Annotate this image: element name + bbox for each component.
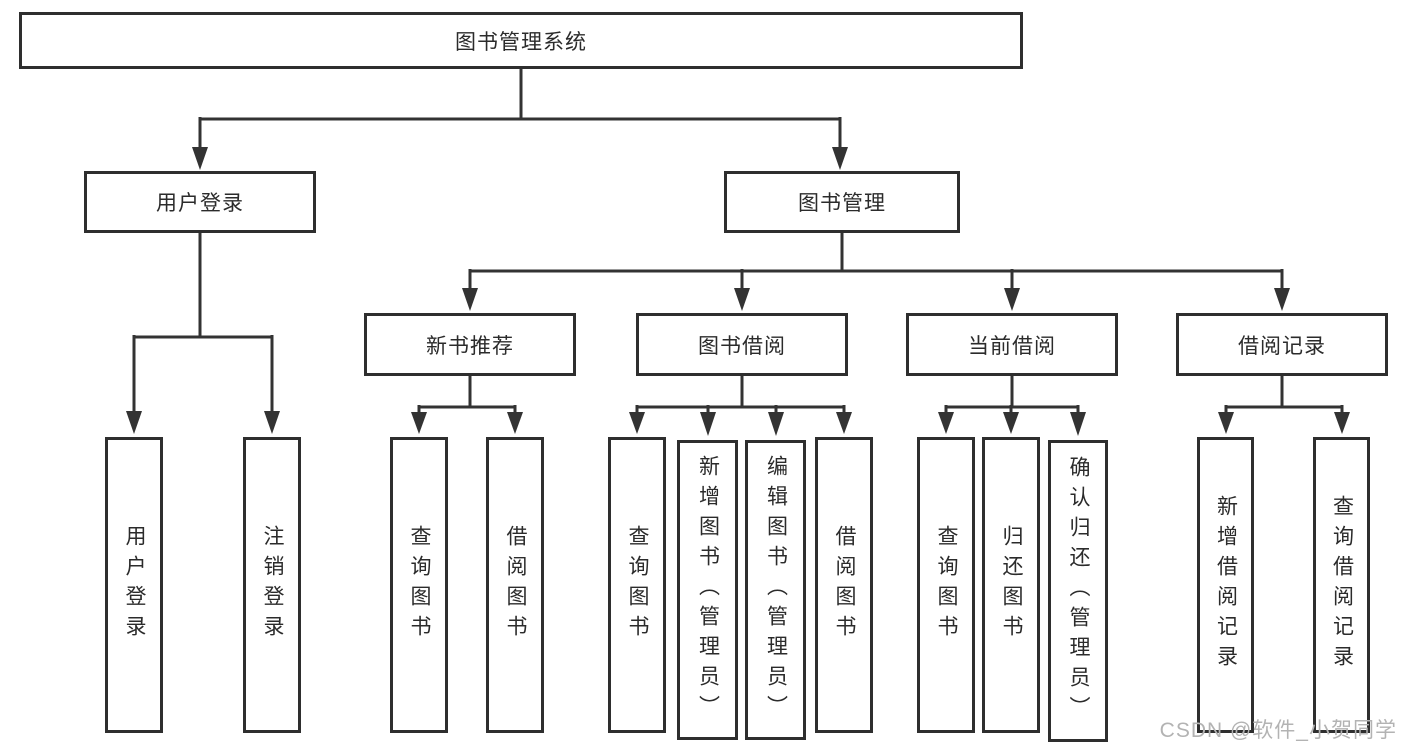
leaf-borrowing-query-books-label: 查询图书 <box>626 525 649 645</box>
node-current-borrowing: 当前借阅 <box>906 313 1118 376</box>
leaf-records-add-record-label: 新增借阅记录 <box>1214 495 1238 675</box>
leaf-borrowing-borrow-books-label: 借阅图书 <box>833 525 856 645</box>
leaf-borrowing-edit-books-admin-label: 编辑图书（管理员） <box>764 455 788 725</box>
leaf-newbook-borrow-books-label: 借阅图书 <box>504 525 527 645</box>
node-book-management: 图书管理 <box>724 171 960 233</box>
node-new-book-recommend: 新书推荐 <box>364 313 576 376</box>
csdn-watermark: CSDN @软件_小贺同学 <box>1159 719 1397 742</box>
leaf-borrowing-edit-books-admin: 编辑图书（管理员） <box>745 440 806 740</box>
leaf-current-return-books: 归还图书 <box>982 437 1040 733</box>
node-borrowing-records: 借阅记录 <box>1176 313 1388 376</box>
leaf-borrowing-borrow-books: 借阅图书 <box>815 437 873 733</box>
leaf-user-login: 用户登录 <box>105 437 163 733</box>
leaf-current-return-books-label: 归还图书 <box>1000 525 1023 645</box>
leaf-borrowing-add-books-admin-label: 新增图书（管理员） <box>696 455 720 725</box>
leaf-logout-login: 注销登录 <box>243 437 301 733</box>
node-library-system: 图书管理系统 <box>19 12 1023 69</box>
leaf-current-confirm-return-admin: 确认归还（管理员） <box>1048 440 1108 742</box>
connector-book-borrow-to-leaves <box>629 376 852 436</box>
leaf-borrowing-query-books: 查询图书 <box>608 437 666 733</box>
leaf-current-confirm-return-admin-label: 确认归还（管理员） <box>1067 456 1090 726</box>
leaf-user-login-label: 用户登录 <box>123 525 146 645</box>
leaf-current-query-books-label: 查询图书 <box>935 525 958 645</box>
leaf-newbook-borrow-books: 借阅图书 <box>486 437 544 733</box>
leaf-newbook-query-books: 查询图书 <box>390 437 448 733</box>
connector-new-book-to-leaves <box>411 376 523 434</box>
connector-book-mgmt-to-level3 <box>462 233 1290 311</box>
connector-current-borrow-to-leaves <box>938 376 1086 436</box>
connector-borrow-records-to-leaves <box>1218 376 1350 434</box>
connector-user-login-to-leaves <box>126 233 280 434</box>
leaf-logout-login-label: 注销登录 <box>261 525 284 645</box>
leaf-records-add-record: 新增借阅记录 <box>1197 437 1254 733</box>
leaf-newbook-query-books-label: 查询图书 <box>408 525 431 645</box>
node-book-borrowing: 图书借阅 <box>636 313 848 376</box>
leaf-records-query-record: 查询借阅记录 <box>1313 437 1370 733</box>
node-user-login: 用户登录 <box>84 171 316 233</box>
leaf-records-query-record-label: 查询借阅记录 <box>1330 495 1354 675</box>
connector-root-to-level2 <box>192 69 848 170</box>
leaf-current-query-books: 查询图书 <box>917 437 975 733</box>
leaf-borrowing-add-books-admin: 新增图书（管理员） <box>677 440 738 740</box>
